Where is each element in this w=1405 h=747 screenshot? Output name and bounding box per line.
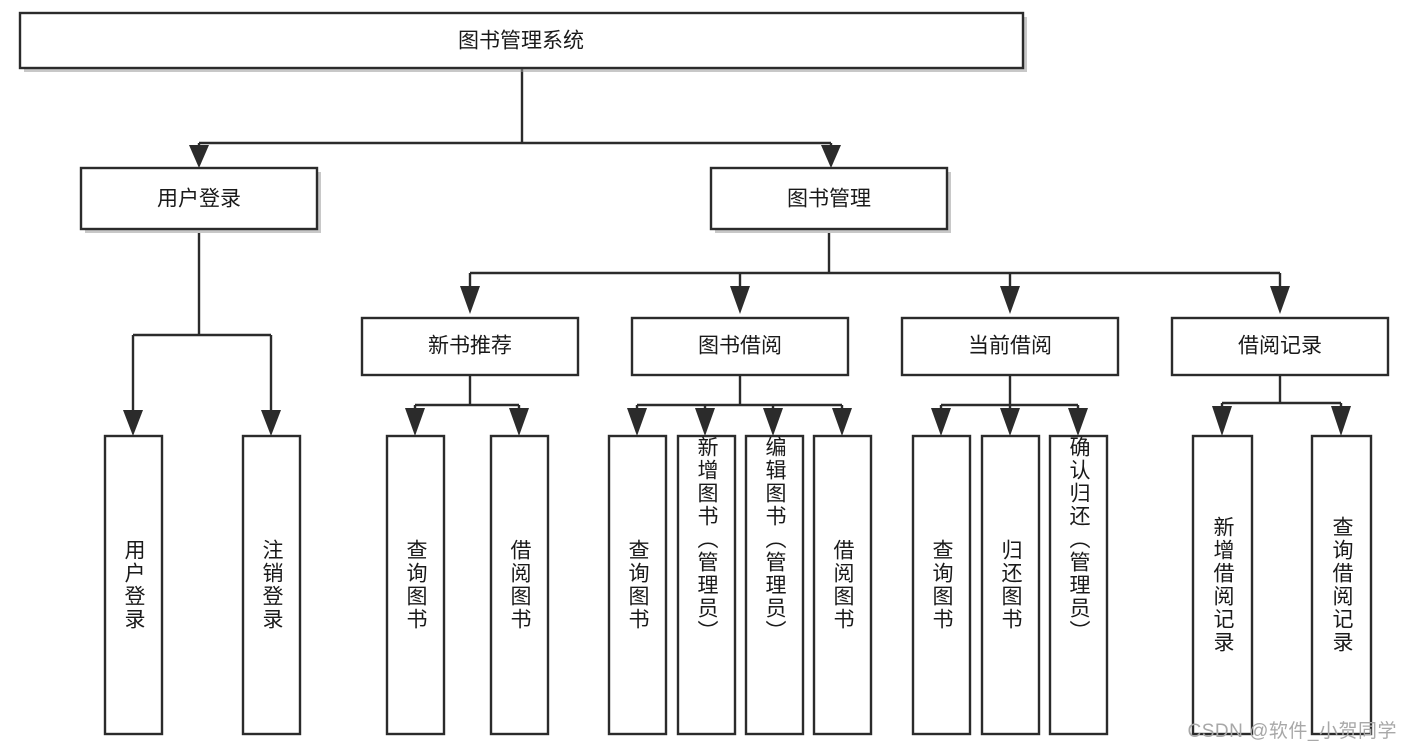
arrow-to-leaf-query-book-3 [931,408,951,436]
arrow-to-book-borrow [730,286,750,314]
node-current-borrow-label: 当前借阅 [968,335,1052,358]
node-borrow-record-label: 借阅记录 [1238,335,1322,358]
arrow-to-leaf-add-book [695,408,715,436]
node-current-borrow[interactable] [900,316,1120,377]
node-leaf-user-logout[interactable] [241,434,302,736]
arrow-to-leaf-edit-book [763,408,783,436]
node-leaf-edit-book[interactable] [744,434,805,736]
node-book-manage[interactable] [709,166,949,231]
node-borrow-record[interactable] [1170,316,1390,377]
node-leaf-user-login[interactable] [103,434,164,736]
arrow-to-user-login [189,145,209,168]
arrow-to-current-borrow [1000,286,1020,314]
arrow-to-new-book-recommend [460,286,480,314]
arrow-to-leaf-add-record [1212,406,1232,436]
arrow-to-borrow-record [1270,286,1290,314]
node-leaf-query-record[interactable] [1310,434,1373,736]
node-leaf-borrow-book-1[interactable] [489,434,550,736]
arrow-to-book-manage [821,145,841,168]
node-leaf-add-book[interactable] [676,434,737,736]
nodes-layer: 图书管理系统 用户登录 图书管理 新书推荐 图书借阅 当前借阅 借阅记录 [18,11,1390,736]
node-root-label: 图书管理系统 [458,30,584,53]
arrow-to-leaf-query-book-1 [405,408,425,436]
arrow-to-leaf-confirm-return [1068,408,1088,436]
edges-layer [123,68,1351,436]
node-leaf-query-book-3[interactable] [911,434,972,736]
node-root[interactable] [18,11,1025,70]
arrow-to-leaf-borrow-book-2 [832,408,852,436]
node-leaf-return-book[interactable] [980,434,1041,736]
node-leaf-query-book-2[interactable] [607,434,668,736]
arrow-to-leaf-query-record [1331,406,1351,436]
arrow-to-leaf-user-logout [261,410,281,436]
node-leaf-add-record[interactable] [1191,434,1254,736]
csdn-watermark: CSDN @软件_小贺同学 [1187,721,1397,742]
node-book-manage-label: 图书管理 [787,188,871,211]
node-new-book-recommend[interactable] [360,316,580,377]
node-leaf-query-book-1[interactable] [385,434,446,736]
arrow-to-leaf-user-login [123,410,143,436]
node-user-login[interactable] [79,166,319,231]
node-book-borrow[interactable] [630,316,850,377]
node-leaf-confirm-return[interactable] [1048,434,1109,736]
node-book-borrow-label: 图书借阅 [698,335,782,358]
arrow-to-leaf-query-book-2 [627,408,647,436]
node-user-login-label: 用户登录 [157,188,241,211]
node-leaf-borrow-book-2[interactable] [812,434,873,736]
arrow-to-leaf-borrow-book-1 [509,408,529,436]
arrow-to-leaf-return-book [1000,408,1020,436]
node-new-book-recommend-label: 新书推荐 [428,335,512,358]
